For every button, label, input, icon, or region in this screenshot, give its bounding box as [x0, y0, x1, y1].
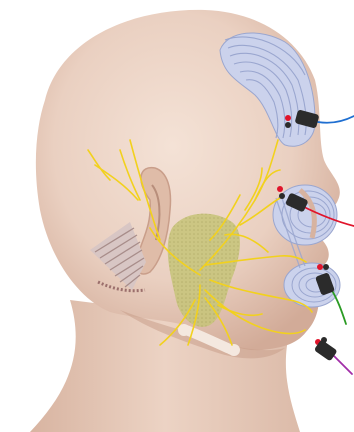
blue-wire — [318, 116, 354, 123]
purple-wire — [332, 354, 352, 374]
mentalis-electrode — [314, 337, 338, 361]
